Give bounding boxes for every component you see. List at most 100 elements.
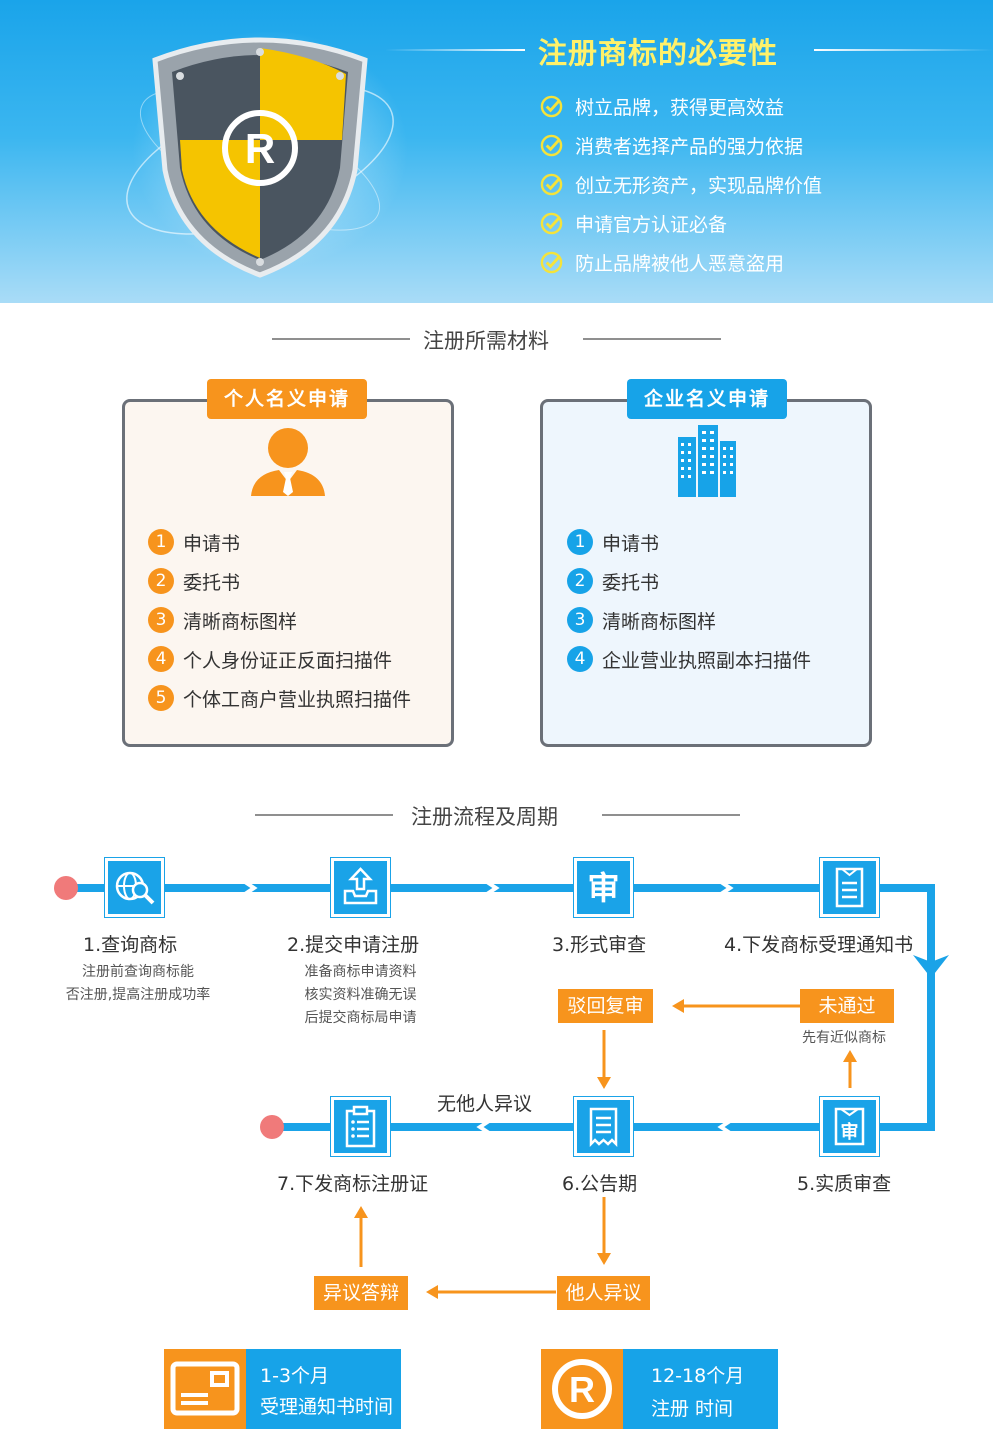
material-text: 申请书 <box>602 532 660 555</box>
number-badge: 1 <box>567 529 593 555</box>
step-desc-line: 注册前查询商标能 <box>82 964 194 980</box>
step-node-6 <box>574 1097 633 1156</box>
period-description: 受理通知书时间 <box>260 1396 394 1418</box>
number-badge: 2 <box>567 568 593 594</box>
benefit-item: 申请官方认证必备 <box>540 211 728 236</box>
period-icon-wrap <box>164 1349 246 1429</box>
material-text: 个人身份证正反面扫描件 <box>183 649 393 672</box>
step-node-4 <box>820 858 879 917</box>
step-label: 6.公告期 <box>562 1173 638 1195</box>
materials-title: 注册所需材料 <box>423 329 549 353</box>
material-text: 清晰商标图样 <box>183 610 298 633</box>
section-line-left <box>255 814 393 816</box>
list-item: 2 委托书 <box>567 568 659 594</box>
number-badge: 5 <box>148 685 174 711</box>
list-item: 5 个体工商户营业执照扫描件 <box>148 685 411 711</box>
banner-title: 注册商标的必要性 <box>538 36 779 70</box>
step-node-5: 审 <box>820 1097 879 1156</box>
list-item: 1 申请书 <box>567 529 659 555</box>
step-label: 2.提交申请注册 <box>287 934 420 956</box>
banner: R 注册商标的必要性 树立品牌，获得更高效益 消费者选择产品的强力依据 创立无形… <box>0 0 993 303</box>
not-passed-note: 先有近似商标 <box>802 1030 886 1046</box>
benefit-item: 创立无形资产，实现品牌价值 <box>540 172 823 197</box>
list-item: 3 清晰商标图样 <box>148 607 297 633</box>
benefit-text: 消费者选择产品的强力依据 <box>575 135 804 158</box>
step-label: 4.下发商标受理通知书 <box>724 934 914 956</box>
step-desc-line: 后提交商标局申请 <box>304 1010 417 1026</box>
company-badge: 企业名义申请 <box>627 379 787 419</box>
flow-chevron <box>476 1113 500 1141</box>
branch-arrowhead <box>354 1206 368 1218</box>
branch-arrowhead <box>672 999 684 1013</box>
step-label: 7.下发商标注册证 <box>277 1173 429 1195</box>
material-text: 企业营业执照副本扫描件 <box>602 649 812 672</box>
benefit-item: 防止品牌被他人恶意盗用 <box>540 250 785 275</box>
flow-chevron <box>234 874 258 902</box>
number-badge: 3 <box>148 607 174 633</box>
notice-document-icon <box>835 867 864 908</box>
objection-box: 他人异议 <box>557 1276 650 1310</box>
benefit-text: 申请官方认证必备 <box>575 213 728 236</box>
review-glyph: 审 <box>587 869 619 907</box>
reject-review-box: 驳回复审 <box>558 989 653 1023</box>
step-desc-line: 核实资料准确无误 <box>304 987 417 1003</box>
step-node-1 <box>105 858 164 917</box>
number-badge: 1 <box>148 529 174 555</box>
number-badge: 4 <box>567 646 593 672</box>
svg-text:R: R <box>245 125 275 172</box>
branch-arrowhead <box>843 1050 857 1062</box>
personal-badge: 个人名义申请 <box>207 379 367 419</box>
globe-search-icon <box>115 871 155 905</box>
period-text: 12-18个月 注册 时间 <box>623 1349 778 1429</box>
list-item: 4 个人身份证正反面扫描件 <box>148 646 392 672</box>
flow-connectors <box>54 874 949 1299</box>
benefit-text: 创立无形资产，实现品牌价值 <box>575 174 823 197</box>
review-glyph: 审 <box>841 1121 859 1143</box>
upload-tray-icon <box>343 867 378 905</box>
check-circle-icon <box>540 134 563 156</box>
period-text: 1-3个月 受理通知书时间 <box>246 1349 401 1429</box>
review-document-icon: 审 <box>834 1107 865 1146</box>
list-item: 1 申请书 <box>148 529 240 555</box>
branch-arrowhead <box>426 1285 438 1299</box>
buildings-icon <box>678 425 736 497</box>
material-text: 清晰商标图样 <box>602 610 717 633</box>
not-passed-box: 未通过 <box>800 989 894 1023</box>
material-text: 委托书 <box>183 571 241 594</box>
title-line-left <box>385 49 525 51</box>
flow-chevron <box>717 1113 741 1141</box>
material-text: 委托书 <box>602 571 660 594</box>
person-icon <box>251 428 325 496</box>
section-line-left <box>272 338 410 340</box>
step-desc-line: 否注册,提高注册成功率 <box>65 987 211 1003</box>
check-circle-icon <box>540 251 563 273</box>
section-line-right <box>602 814 740 816</box>
review-stamp-icon: 审 <box>587 869 619 907</box>
check-circle-icon <box>540 173 563 195</box>
section-line-right <box>583 338 721 340</box>
step-node-2 <box>331 858 390 917</box>
number-badge: 4 <box>148 646 174 672</box>
step-label: 1.查询商标 <box>83 934 178 956</box>
benefit-text: 防止品牌被他人恶意盗用 <box>575 252 785 275</box>
check-circle-icon <box>540 95 563 117</box>
step-node-3: 审 <box>574 858 633 917</box>
registered-trademark-shield-icon: R <box>126 37 394 278</box>
period-box-acceptance: 1-3个月 受理通知书时间 <box>164 1349 401 1429</box>
process-title: 注册流程及周期 <box>411 805 558 829</box>
card-icon <box>170 1361 240 1416</box>
period-description: 注册 时间 <box>651 1398 734 1420</box>
material-text: 个体工商户营业执照扫描件 <box>183 688 412 711</box>
step-desc-line: 准备商标申请资料 <box>304 964 417 980</box>
registered-mark-icon: R <box>552 1359 612 1419</box>
period-duration: 12-18个月 <box>651 1365 745 1387</box>
material-text: 申请书 <box>183 532 241 555</box>
step-description: 准备商标申请资料 核实资料准确无误 后提交商标局申请 <box>283 961 438 1030</box>
flow-chevron <box>710 874 734 902</box>
title-line-right <box>814 49 993 51</box>
objection-reply-box: 异议答辩 <box>314 1276 408 1310</box>
number-badge: 3 <box>567 607 593 633</box>
period-duration: 1-3个月 <box>260 1365 330 1387</box>
period-icon-wrap: R <box>541 1349 623 1429</box>
registered-glyph: R <box>569 1369 595 1410</box>
